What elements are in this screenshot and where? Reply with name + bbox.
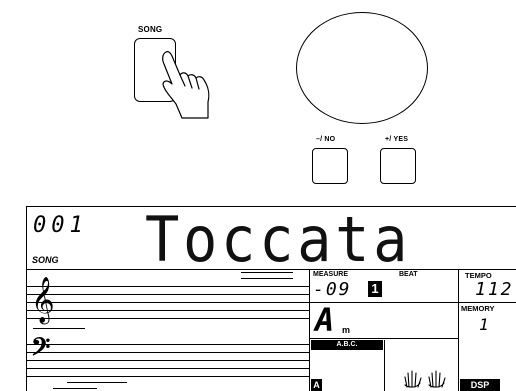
treble-clef-icon: 𝄞 xyxy=(31,280,55,320)
bass-staff-line xyxy=(27,360,309,361)
ledger-line xyxy=(53,388,97,389)
lcd-display: 001 Toccata SONG 𝄞 𝄢 MEASURE -09 1 BEAT xyxy=(26,206,516,391)
song-number: 001 xyxy=(33,213,88,238)
plus-yes-button-label: +/ YES xyxy=(385,136,408,143)
ledger-line xyxy=(33,328,85,329)
memory-label: MEMORY xyxy=(461,304,494,313)
ledger-line xyxy=(241,278,293,279)
ledger-line xyxy=(241,272,293,273)
treble-staff-line xyxy=(27,318,309,319)
beat-value: 1 xyxy=(368,281,382,297)
bass-staff-line xyxy=(27,368,309,369)
abc-badge: A.B.C. xyxy=(311,340,383,350)
treble-staff-line xyxy=(27,286,309,287)
memory-value: 1 xyxy=(479,315,489,334)
treble-staff-line xyxy=(27,294,309,295)
two-hands-icon xyxy=(401,365,451,389)
ledger-line xyxy=(67,382,127,383)
lcd-divider-vertical xyxy=(309,270,310,391)
bass-staff-line xyxy=(27,344,309,345)
song-indicator: SONG xyxy=(32,255,59,265)
chord-root: A xyxy=(315,303,334,337)
treble-staff-line xyxy=(27,302,309,303)
tempo-value: 112 xyxy=(475,279,514,300)
beat-label: BEAT xyxy=(399,271,418,278)
minus-no-button[interactable] xyxy=(312,148,348,184)
song-name: Toccata xyxy=(145,203,411,276)
song-button-label: SONG xyxy=(138,25,162,34)
measure-label: MEASURE xyxy=(313,271,348,278)
measure-value: -09 xyxy=(313,279,352,300)
chord-type: m xyxy=(342,325,350,335)
dsp-badge: DSP xyxy=(460,379,500,391)
lcd-divider-abc xyxy=(384,340,385,391)
minus-no-button-label: –/ NO xyxy=(316,136,335,143)
pressing-hand-icon xyxy=(158,50,218,122)
treble-staff-line xyxy=(27,310,309,311)
bass-clef-icon: 𝄢 xyxy=(31,336,50,366)
data-dial[interactable] xyxy=(296,12,428,124)
lcd-divider-tempo xyxy=(458,270,459,391)
bass-staff-line xyxy=(27,352,309,353)
abc-mode-indicator: A xyxy=(311,379,322,391)
plus-yes-button[interactable] xyxy=(380,148,416,184)
bass-staff-line xyxy=(27,376,309,377)
staff-area: 𝄞 𝄢 xyxy=(27,270,309,391)
